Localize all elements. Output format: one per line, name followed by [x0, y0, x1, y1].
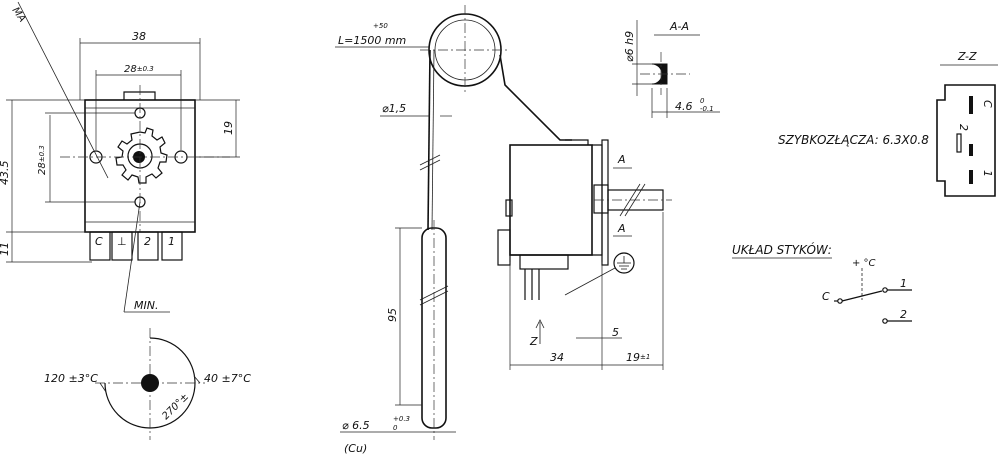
section-cut-label: MA: [10, 5, 28, 24]
view-zz: Z-Z C 2 1: [936, 50, 998, 197]
dim-body: 34: [550, 351, 564, 364]
dim-shaft: 19±1: [626, 351, 650, 364]
dim-height-total: 43.5: [0, 161, 11, 186]
mounting-bracket: [601, 139, 609, 266]
section-a-bottom: A: [617, 222, 626, 235]
flat-tol-upper: 0: [700, 97, 705, 105]
zz-terminal-1: 1: [981, 170, 994, 177]
shaft-diameter: ⌀6 h9: [623, 31, 636, 62]
section-aa: A-A ⌀6 h9 4.6 0 -0.1: [623, 20, 720, 118]
cam-gear: [115, 127, 168, 184]
dial-knob: [141, 374, 159, 392]
capillary-diameter: ⌀1,5: [382, 102, 406, 115]
contact-symbol-label: + °C: [852, 258, 876, 269]
bulb-diameter: ⌀ 6.5: [342, 419, 370, 432]
dial-rotation: 270°±: [160, 391, 191, 422]
view-zz-title: Z-Z: [957, 50, 977, 63]
terminal-label-2: 2: [144, 235, 151, 248]
flat-tol-lower: -0.1: [700, 105, 714, 113]
contact-pin-1: 1: [900, 277, 907, 290]
ground-symbol: [613, 252, 635, 274]
bulb-material: (Cu): [344, 442, 367, 455]
rotation-arc: [104, 337, 196, 429]
connector-spec-label: SZYBKOZŁĄCZA: 6.3X0.8: [778, 133, 929, 147]
contact-diagram: UKŁAD STYKÓW: + °C C 1 2: [732, 242, 912, 324]
dial-rotation-diagram: 120 ±3°C 40 ±7°C 270°±: [44, 328, 251, 440]
terminal-label-c: C: [95, 235, 103, 248]
zz-terminal-2: 2: [957, 124, 970, 131]
dim-shaft-offset: 5: [612, 326, 619, 339]
zz-terminal-c: C: [981, 100, 994, 108]
terminal-label-1: 1: [168, 235, 175, 248]
dim-upper: 19: [222, 121, 235, 135]
dim-terminals: 11: [0, 242, 11, 256]
contact-pin-2: 2: [900, 308, 907, 321]
connector-block: [936, 84, 996, 197]
section-aa-title: A-A: [669, 20, 689, 33]
terminal-label-ground: ⊥: [117, 235, 127, 248]
contact-switch: [841, 290, 883, 302]
dial-left-temp: 120 ±3°C: [44, 372, 98, 385]
contact-pin-c: C: [822, 290, 830, 303]
front-view: MA C ⊥ 2 1 38 28±0.3 43.5 28±0.3: [0, 1, 240, 313]
view-z-label: Z: [529, 335, 538, 348]
side-view: L=1500 mm +50 ⌀1,5 95 ⌀ 6.5 +0.3 0 (Cu): [335, 5, 672, 455]
bulb-diameter-tol-upper: +0.3: [393, 415, 410, 423]
dim-width-total: 38: [132, 30, 146, 43]
side-body: [509, 144, 593, 256]
terminal-block: C ⊥ 2 1: [89, 231, 183, 261]
dim-vertical-spacing: 28±0.3: [37, 145, 48, 175]
capillary-length: L=1500 mm: [338, 34, 406, 47]
dial-right-temp: 40 ±7°C: [204, 372, 251, 385]
min-label: MIN.: [134, 299, 158, 312]
bulb-length: 95: [386, 308, 399, 322]
capillary-length-tol: +50: [373, 22, 388, 30]
bulb-diameter-tol-lower: 0: [393, 424, 398, 432]
dim-mount-spacing: 28±0.3: [124, 64, 154, 75]
flat-dim: 4.6: [675, 100, 693, 113]
section-a-top: A: [617, 153, 626, 166]
contact-diagram-title: UKŁAD STYKÓW:: [732, 242, 832, 257]
